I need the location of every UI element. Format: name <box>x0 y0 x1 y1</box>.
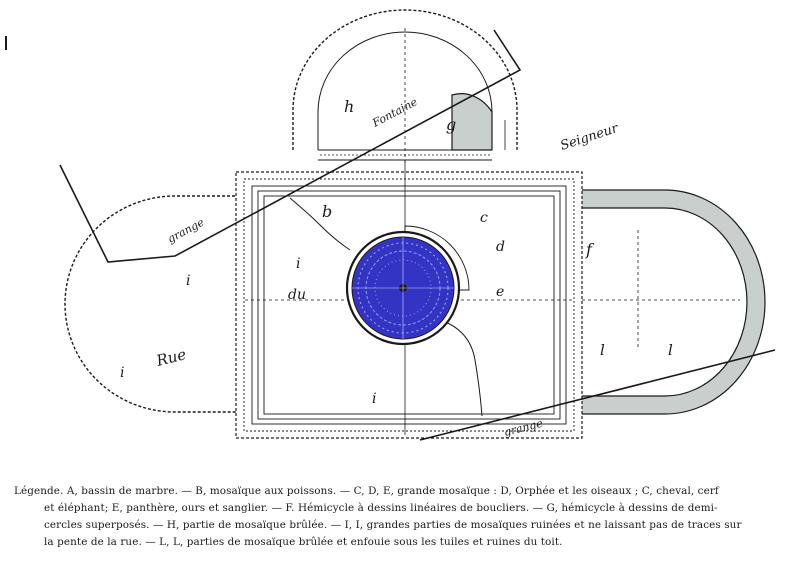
legend-line: cercles superposés. — H, partie de mosaï… <box>44 519 742 531</box>
west-hemicycle <box>64 195 245 413</box>
label-h: h <box>344 97 354 116</box>
label-du: du <box>288 287 306 303</box>
street-lines <box>5 29 776 441</box>
label-f: f <box>585 240 595 259</box>
label-fontaine: Fontaine <box>369 95 420 130</box>
label-b: b <box>322 202 332 221</box>
legend-line: Légende. A, bassin de marbre. — B, mosaï… <box>14 485 719 497</box>
legend-line: la pente de la rue. — L, L, parties de m… <box>44 536 563 548</box>
archaeological-plan: h g Fontaine Seigneur grange grange Rue … <box>5 9 776 441</box>
legend-line: et éléphant; E, panthère, ours et sangli… <box>44 502 718 514</box>
label-seigneur: Seigneur <box>559 121 621 154</box>
label-rue: Rue <box>154 345 188 370</box>
label-i2: i <box>296 256 300 272</box>
label-l1: l <box>600 341 605 359</box>
label-g: g <box>446 115 456 134</box>
east-hemicycle <box>579 189 766 415</box>
label-i3: i <box>120 365 124 381</box>
label-i4: i <box>372 391 376 407</box>
legend: Légende. A, bassin de marbre. — B, mosaï… <box>14 483 792 551</box>
north-hemicycle <box>292 9 518 165</box>
marble-basin <box>345 225 470 346</box>
label-d: d <box>496 239 505 255</box>
label-i1: i <box>186 273 190 289</box>
label-grange-left: grange <box>165 215 206 245</box>
label-e: e <box>496 284 504 300</box>
label-c: c <box>480 210 488 226</box>
label-l2: l <box>668 341 673 359</box>
